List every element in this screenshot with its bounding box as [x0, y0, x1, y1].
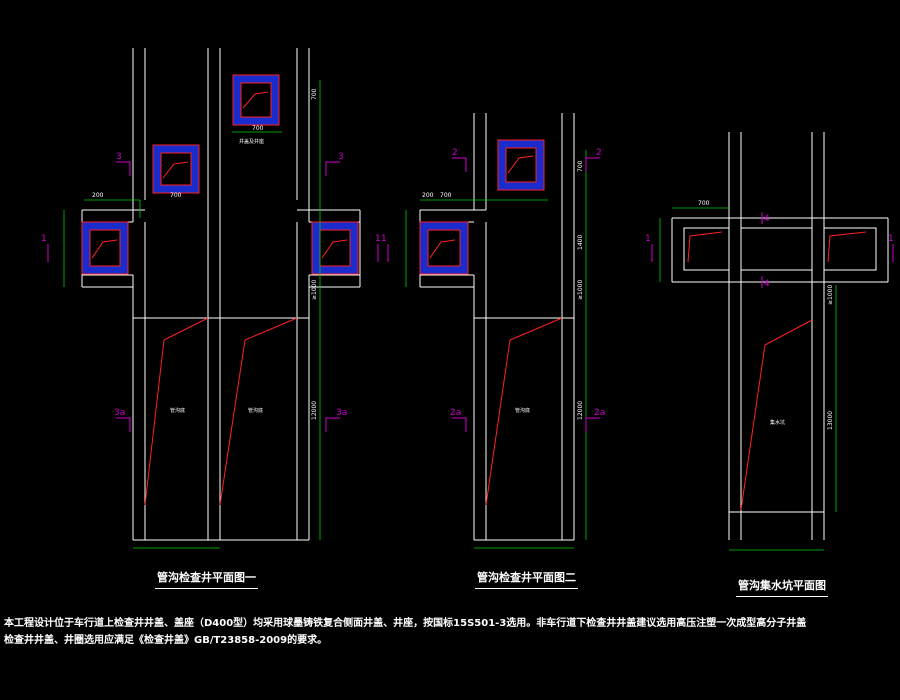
plan-2-section-marks — [387, 157, 600, 432]
dim-700-d: 700 — [577, 160, 584, 172]
plan-1-section-text: 3 3 1 1 3a 3a — [41, 152, 381, 418]
label-pipe-trench-a: 管沟底 — [170, 407, 185, 414]
plan-3-section-marks — [651, 212, 894, 288]
plan-2-title: 管沟检查井平面图二 — [475, 571, 578, 589]
plan-3-dims — [659, 207, 837, 551]
dim-gt1000-a: ≥1000 — [311, 280, 318, 300]
label-pipe-trench-b: 管沟底 — [248, 407, 263, 414]
plan-1-well-left — [81, 221, 129, 275]
plan-3-title: 管沟集水坑平面图 — [736, 579, 828, 597]
plan-3-dim-text: ≥1000 13000 700 — [698, 200, 834, 430]
section-1-plan3-left: 1 — [645, 234, 651, 244]
plan-2-well-left — [419, 221, 469, 275]
dim-gt1000-b: ≥1000 — [577, 280, 584, 300]
plan-2-labels: 管沟底 — [515, 407, 530, 414]
plan-3-labels: 集水坑 — [770, 419, 785, 426]
plan-1-slopes — [144, 317, 298, 506]
dim-200-a: 200 — [92, 192, 104, 199]
plan-3-walls — [671, 132, 889, 540]
dim-700-f: 700 — [698, 200, 710, 207]
dim-gt1000-c: ≥1000 — [827, 285, 834, 305]
dim-13000: 13000 — [827, 411, 834, 430]
plan-2-section-text: 2 2 1 2a 2a — [381, 148, 605, 418]
dim-12000-b: 12000 — [577, 401, 584, 420]
section-2a-left: 2a — [450, 408, 461, 418]
plan-2-dims — [405, 150, 587, 549]
design-note-line-1: 本工程设计位于车行道上检查井井盖、盖座（D400型）均采用球墨铸铁复合侧面井盖、… — [4, 618, 807, 629]
section-2a-right: 2a — [594, 408, 605, 418]
dim-1400: 1400 — [577, 235, 584, 250]
dim-700-e: 700 — [440, 192, 452, 199]
section-3a-right: 3a — [336, 408, 347, 418]
section-4-top: 4 — [764, 214, 770, 224]
plan-1-section-marks — [47, 161, 379, 432]
section-1-plan3-right: 1 — [888, 234, 894, 244]
dim-200-b: 200 — [422, 192, 434, 199]
plan-3-section-text: 4 4 1 1 — [645, 214, 894, 289]
plan-1-labels: 管沟底 管沟底 井盖及井座 — [170, 138, 264, 414]
plan-1-well-right — [311, 221, 359, 275]
plan-3-slopes — [687, 231, 867, 511]
label-sump: 集水坑 — [770, 419, 785, 426]
plan-1-well-mid — [152, 144, 200, 194]
plan-1-title: 管沟检查井平面图一 — [155, 571, 258, 589]
section-2-left: 2 — [452, 148, 458, 158]
plan-1-walls — [81, 48, 361, 541]
label-pipe-trench-c: 管沟底 — [515, 407, 530, 414]
label-well-cover-a: 井盖及井座 — [239, 138, 264, 145]
plan-2-walls — [419, 113, 575, 541]
dim-700-a: 700 — [311, 88, 318, 100]
section-1-plan2: 1 — [381, 234, 387, 244]
section-3a-left: 3a — [114, 408, 125, 418]
section-3-right: 3 — [338, 152, 344, 162]
section-2-right: 2 — [596, 148, 602, 158]
plan-2-well-top — [497, 139, 545, 191]
section-1-left: 1 — [41, 234, 47, 244]
section-4-bottom: 4 — [764, 279, 770, 289]
plan-2-dim-text: 700 1400 ≥1000 12000 700 200 — [422, 160, 584, 420]
design-note-line-2: 检查井井盖、井圈选用应满足《检查井盖》GB/T23858-2009的要求。 — [4, 635, 328, 646]
plan-1-dim-text: 700 ≥1000 12000 200 700 700 — [92, 88, 318, 420]
dim-700-b: 700 — [170, 192, 182, 199]
plan-1-well-top — [232, 74, 280, 126]
plan-2-slopes — [485, 317, 563, 506]
dim-700-c: 700 — [252, 125, 264, 132]
dim-12000-a: 12000 — [311, 401, 318, 420]
section-3-left: 3 — [116, 152, 122, 162]
plan-1-dims — [63, 80, 321, 549]
section-1-right: 1 — [375, 234, 381, 244]
